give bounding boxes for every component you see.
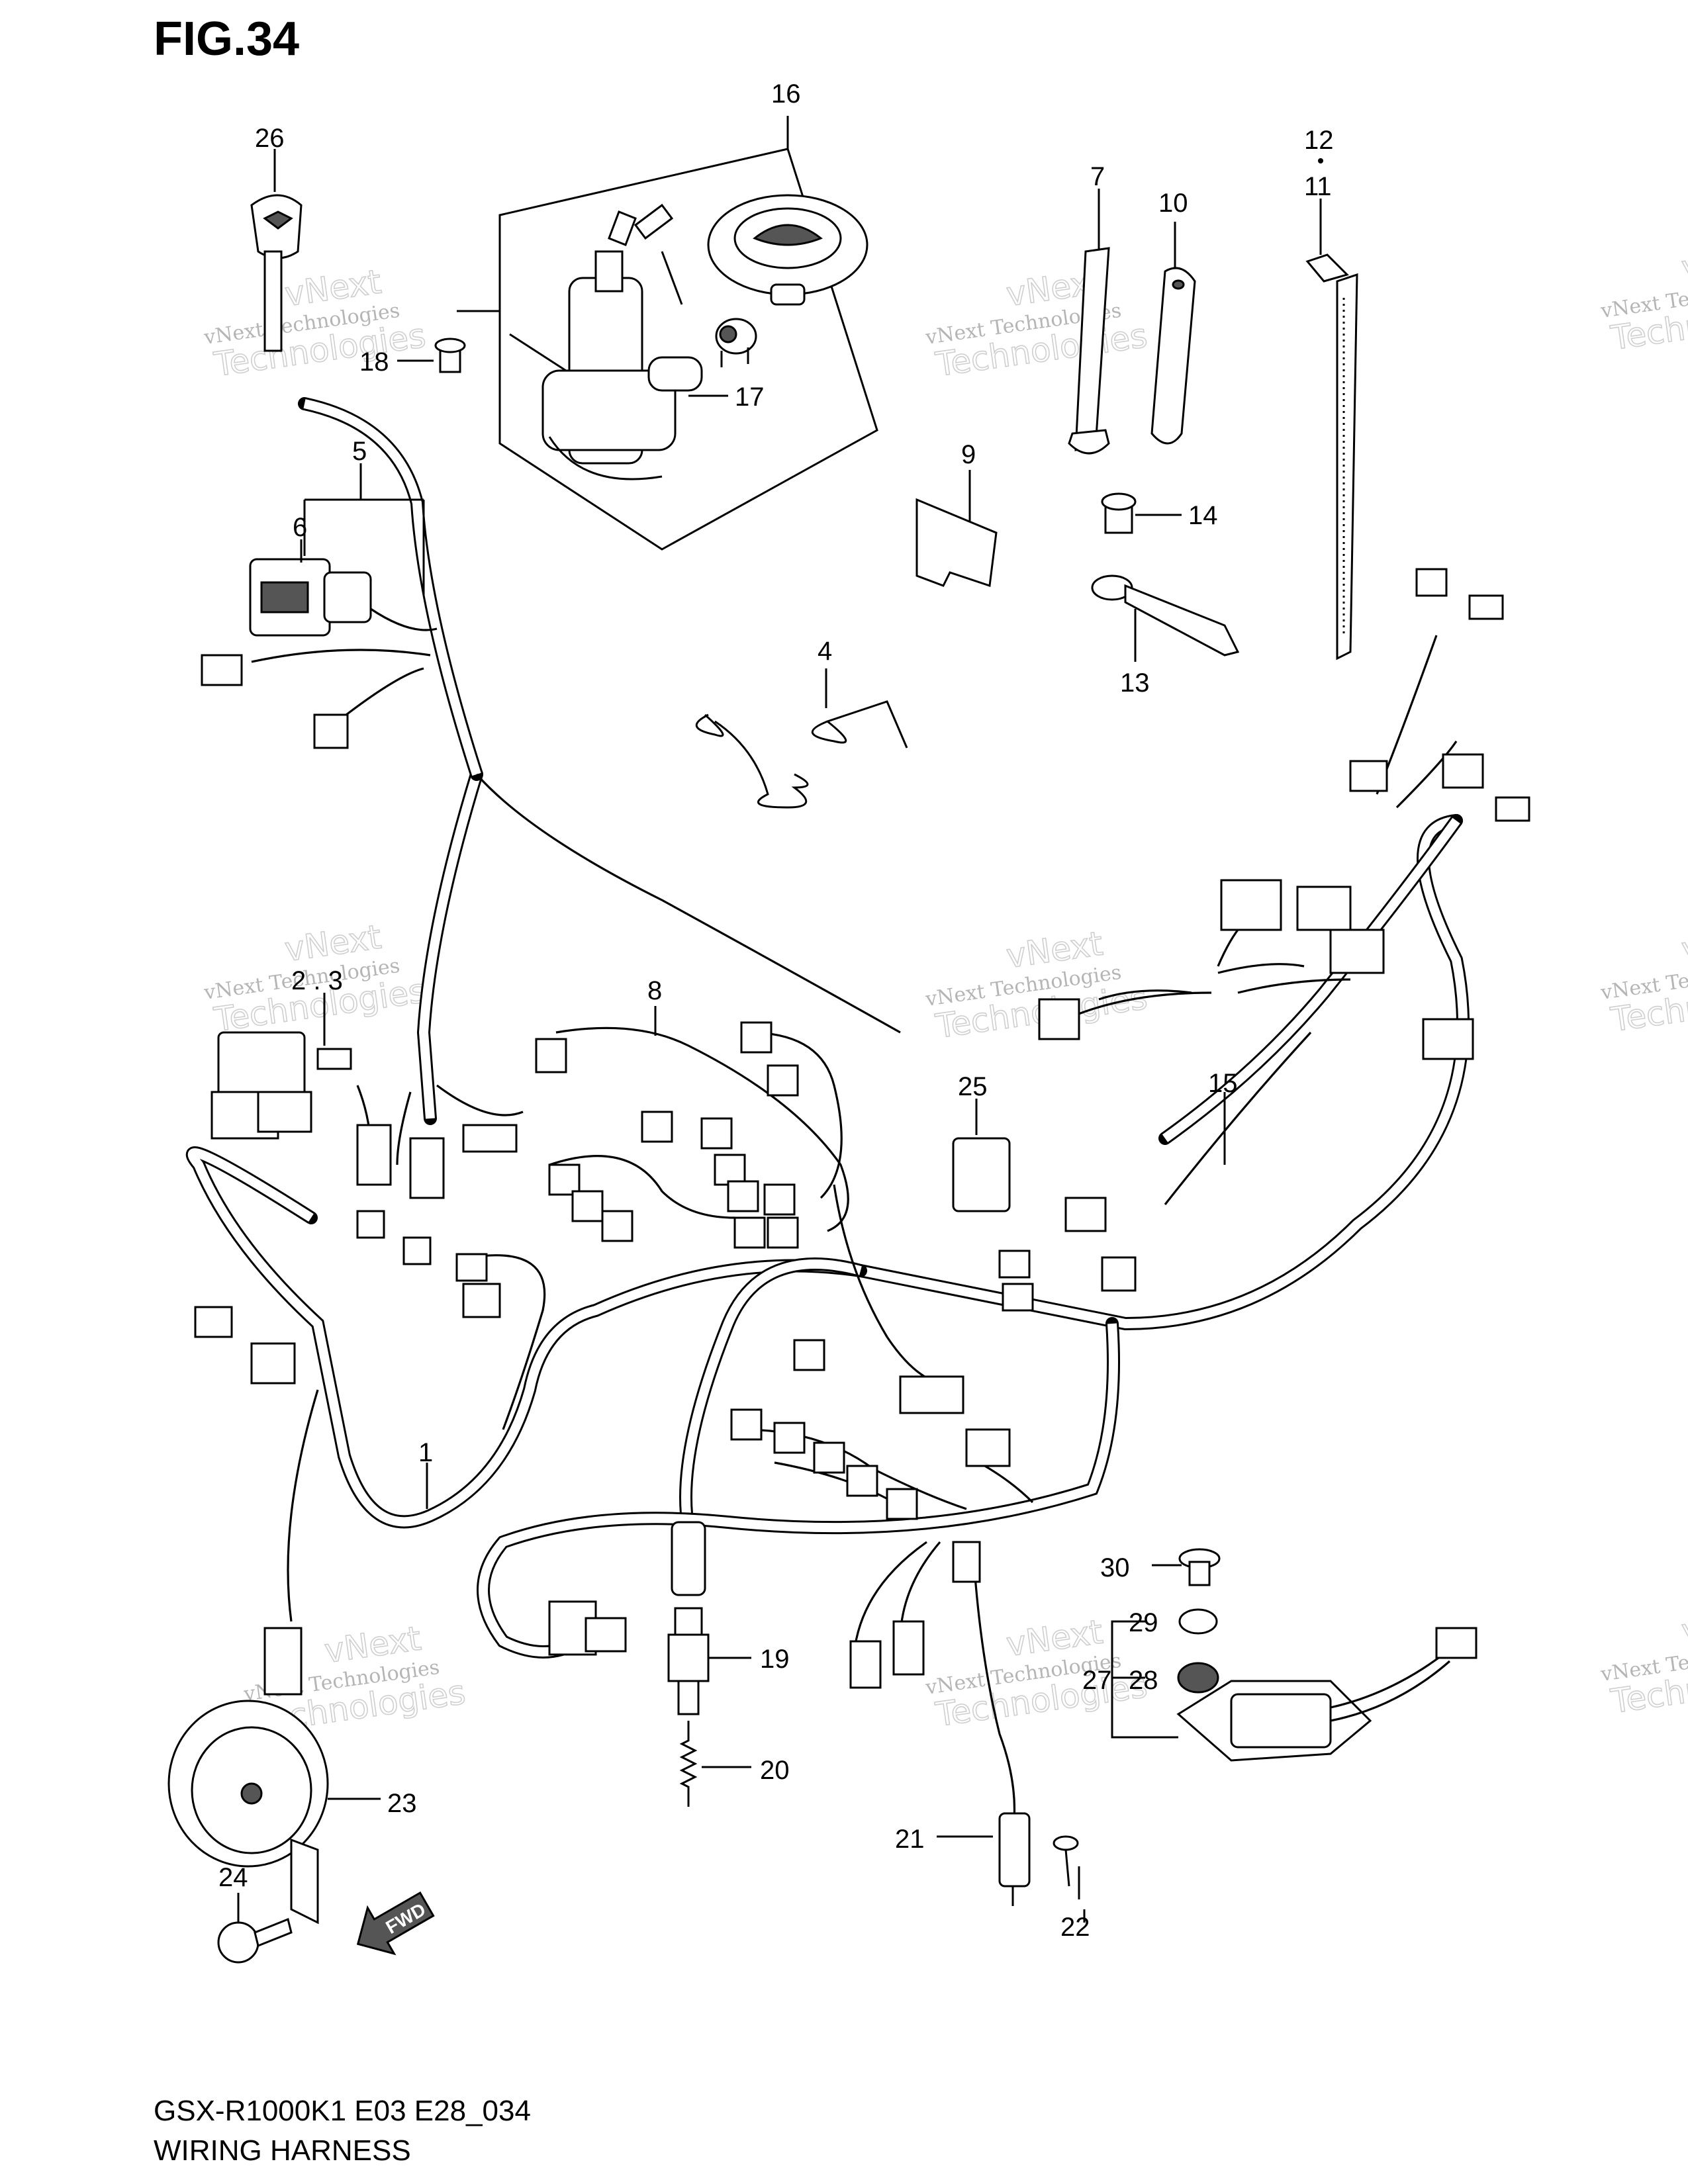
callout-23: 23 bbox=[387, 1789, 417, 1818]
watermark-6: vNext Technologies vNext Technologies bbox=[1599, 917, 1688, 1040]
forward-arrow: FWD bbox=[356, 1891, 435, 1956]
callout-8: 8 bbox=[647, 976, 662, 1005]
callout-5: 5 bbox=[352, 437, 367, 466]
callout-12: 12 bbox=[1304, 126, 1334, 155]
callout-6: 6 bbox=[293, 513, 307, 542]
ignition-switch-set bbox=[397, 116, 878, 551]
callout-17: 17 bbox=[735, 383, 765, 412]
watermark-9: vNext Technologies vNext Technologies bbox=[1599, 1599, 1688, 1721]
callout-28: 28 bbox=[1129, 1666, 1158, 1695]
callout-30: 30 bbox=[1100, 1553, 1130, 1582]
diagram-subtitle: WIRING HARNESS bbox=[154, 2134, 411, 2167]
clamps-and-ties bbox=[1068, 158, 1358, 660]
callout-7: 7 bbox=[1090, 162, 1105, 191]
callout-25: 25 bbox=[958, 1072, 988, 1101]
model-code: GSX-R1000K1 E03 E28_034 bbox=[154, 2095, 531, 2127]
watermark-5: vNext Technologies vNext Technologies bbox=[923, 924, 1150, 1046]
callout-4: 4 bbox=[818, 637, 832, 666]
callout-19: 19 bbox=[760, 1645, 790, 1674]
leader-lines bbox=[300, 463, 1086, 1923]
main-wiring-harness bbox=[186, 397, 1470, 1834]
figure-title: FIG.34 bbox=[154, 13, 300, 66]
callout-22: 22 bbox=[1060, 1913, 1090, 1942]
watermarks: vNext Technologies vNext Technologies vN… bbox=[202, 236, 1688, 1741]
small-parts-upper bbox=[695, 470, 1240, 809]
lower-parts: FWD bbox=[167, 1548, 1477, 1964]
callout-15: 15 bbox=[1208, 1069, 1238, 1098]
callout-14: 14 bbox=[1188, 501, 1218, 530]
watermark-2: vNext Technologies vNext Technologies bbox=[923, 262, 1150, 385]
watermark-3: vNext Technologies vNext Technologies bbox=[1599, 236, 1688, 358]
callout-16: 16 bbox=[771, 79, 801, 109]
callout-20: 20 bbox=[760, 1756, 790, 1785]
callout-21: 21 bbox=[895, 1825, 925, 1854]
callout-9: 9 bbox=[961, 440, 976, 469]
callout-11: 11 bbox=[1304, 172, 1332, 201]
callout-2-3: 2 . 3 bbox=[291, 966, 343, 995]
callout-26: 26 bbox=[255, 124, 285, 153]
callout-labels: 1 2 . 3 4 5 6 7 8 9 10 11 12 13 14 15 16… bbox=[218, 79, 1334, 1942]
callout-1: 1 bbox=[418, 1438, 433, 1467]
callout-18: 18 bbox=[359, 347, 389, 377]
callout-24: 24 bbox=[218, 1863, 248, 1892]
callout-29: 29 bbox=[1129, 1608, 1158, 1637]
watermark-1: vNext Technologies vNext Technologies bbox=[202, 262, 428, 385]
watermark-text: vNext bbox=[1679, 236, 1688, 287]
watermark-8: vNext Technologies vNext Technologies bbox=[923, 1612, 1150, 1735]
connectors bbox=[194, 558, 1530, 1696]
callout-27: 27 bbox=[1082, 1666, 1112, 1695]
watermark-text: vNext bbox=[1679, 917, 1688, 969]
callout-10: 10 bbox=[1158, 189, 1188, 218]
callout-13: 13 bbox=[1120, 668, 1150, 698]
key-blank bbox=[250, 149, 303, 352]
separator-dot bbox=[1318, 158, 1323, 163]
watermark-text: vNext bbox=[1679, 1599, 1688, 1651]
